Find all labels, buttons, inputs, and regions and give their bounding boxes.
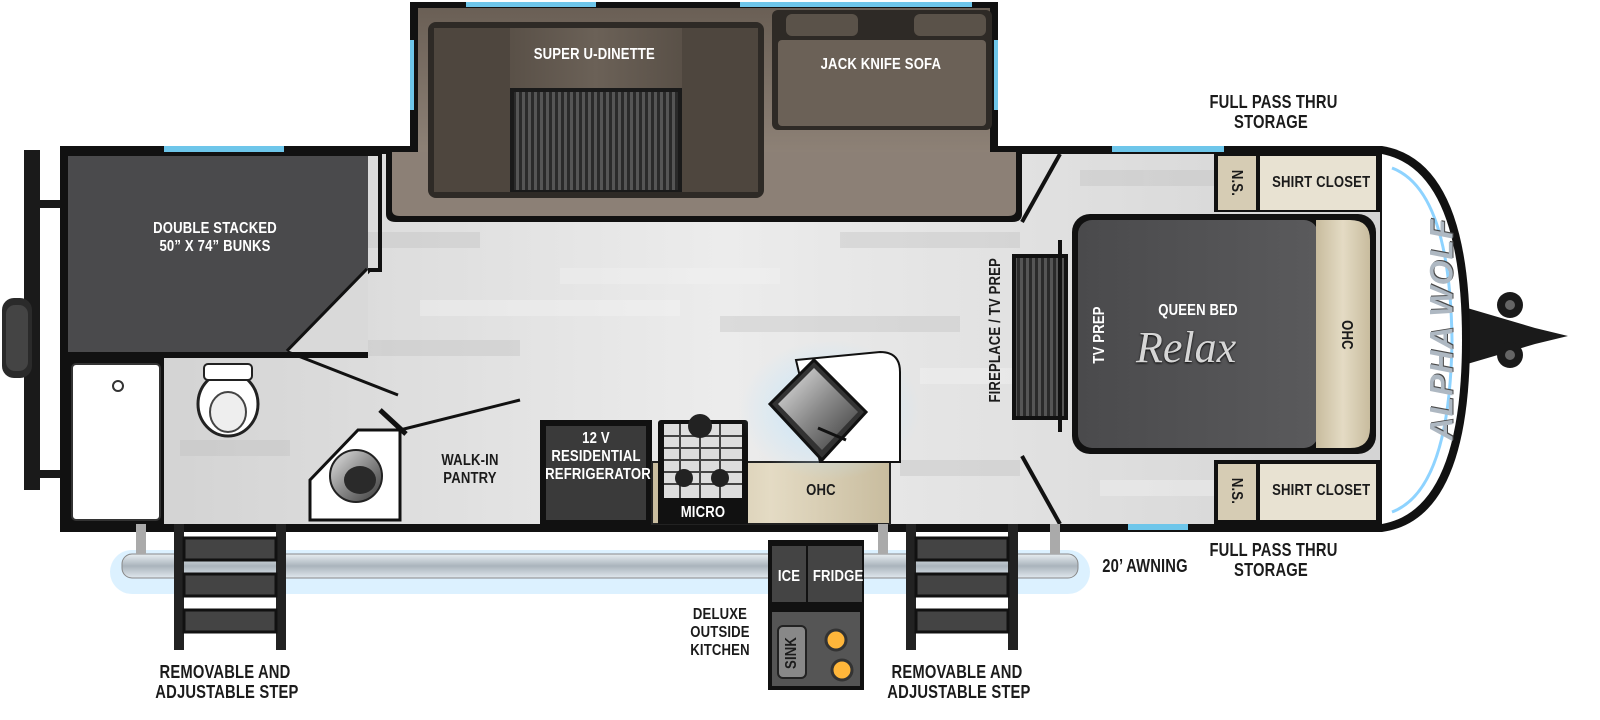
refrigerator-line1: 12 V (582, 430, 610, 447)
residential-refrigerator (540, 420, 652, 524)
outside-sink-label: SINK (783, 636, 801, 669)
bunks-label: DOUBLE STACKED 50” X 74” BUNKS (145, 220, 284, 256)
night-stand-top-label: N.S. (1227, 169, 1245, 197)
full-pass-thru-bottom-line1: FULL PASS THRU (1209, 540, 1338, 560)
relax-logo: Relax (1136, 323, 1237, 372)
bathroom (60, 350, 399, 532)
queen-bed-label: QUEEN BED (1158, 302, 1238, 319)
night-stand-bottom-label: N.S. (1227, 477, 1245, 505)
full-pass-thru-bottom-line2: STORAGE (1234, 560, 1308, 581)
outside-kitchen-line3: KITCHEN (690, 641, 750, 659)
jack-knife-sofa-label: JACK KNIFE SOFA (820, 56, 942, 73)
step-left-line1: REMOVABLE AND (159, 662, 291, 682)
fireplace-tv-prep-label: FIREPLACE / TV PREP (987, 258, 1005, 403)
step-right (906, 524, 1018, 650)
bunks-label-line1: DOUBLE STACKED (153, 220, 277, 237)
full-pass-thru-top-line2: STORAGE (1234, 112, 1308, 133)
full-pass-thru-storage-top-label: FULL PASS THRU STORAGE (1209, 92, 1338, 133)
walk-in-pantry-label: WALK-IN PANTRY (436, 452, 505, 488)
walk-in-line2: PANTRY (443, 469, 497, 487)
floor-planks (180, 170, 1220, 496)
microwave-label: MICRO (680, 504, 726, 521)
refrigerator-line3: REFRIGERATOR (545, 465, 651, 483)
outside-fridge-label: FRIDGE (812, 568, 864, 585)
hitch (1440, 292, 1568, 372)
bedroom (1072, 146, 1380, 530)
refrigerator-label: 12 V RESIDENTIAL REFRIGERATOR (545, 430, 651, 484)
tv-prep-label: TV PREP (1091, 306, 1109, 364)
shirt-closet-bottom-label: SHIRT CLOSET (1272, 482, 1371, 499)
kitchen-ohc-label: OHC (806, 482, 836, 499)
outside-kitchen-line1: DELUXE (692, 606, 748, 623)
step-left (174, 524, 286, 650)
bed-ohc-label: OHC (1337, 320, 1355, 350)
outside-kitchen-line2: OUTSIDE (690, 623, 750, 641)
super-u-dinette (428, 22, 764, 198)
bunk-room (60, 146, 382, 358)
awning-label: 20’ AWNING (1102, 556, 1188, 576)
brand-logo: ALPHA WOLF (1423, 218, 1460, 441)
outside-kitchen-label: DELUXE OUTSIDE KITCHEN (687, 606, 753, 660)
shirt-closet-top-label: SHIRT CLOSET (1272, 174, 1371, 191)
vanity (308, 398, 521, 522)
full-pass-thru-top-line1: FULL PASS THRU (1209, 92, 1338, 112)
step-right-line1: REMOVABLE AND (891, 662, 1023, 682)
bunks-label-line2: 50” X 74” BUNKS (159, 237, 271, 255)
walk-in-line1: WALK-IN (441, 452, 499, 469)
full-pass-thru-storage-bottom-label: FULL PASS THRU STORAGE (1209, 540, 1338, 581)
step-left-line2: ADJUSTABLE STEP (155, 682, 299, 703)
step-right-line2: ADJUSTABLE STEP (887, 682, 1031, 703)
step-right-label: REMOVABLE AND ADJUSTABLE STEP (887, 662, 1031, 703)
jack-knife-sofa (772, 10, 992, 130)
fireplace (1012, 153, 1068, 525)
outside-ice-label: ICE (777, 568, 801, 585)
super-u-dinette-label: SUPER U-DINETTE (533, 46, 655, 63)
step-left-label: REMOVABLE AND ADJUSTABLE STEP (155, 662, 299, 703)
outside-kitchen (768, 540, 864, 690)
refrigerator-line2: RESIDENTIAL (551, 447, 641, 465)
kitchen-island (740, 340, 920, 480)
